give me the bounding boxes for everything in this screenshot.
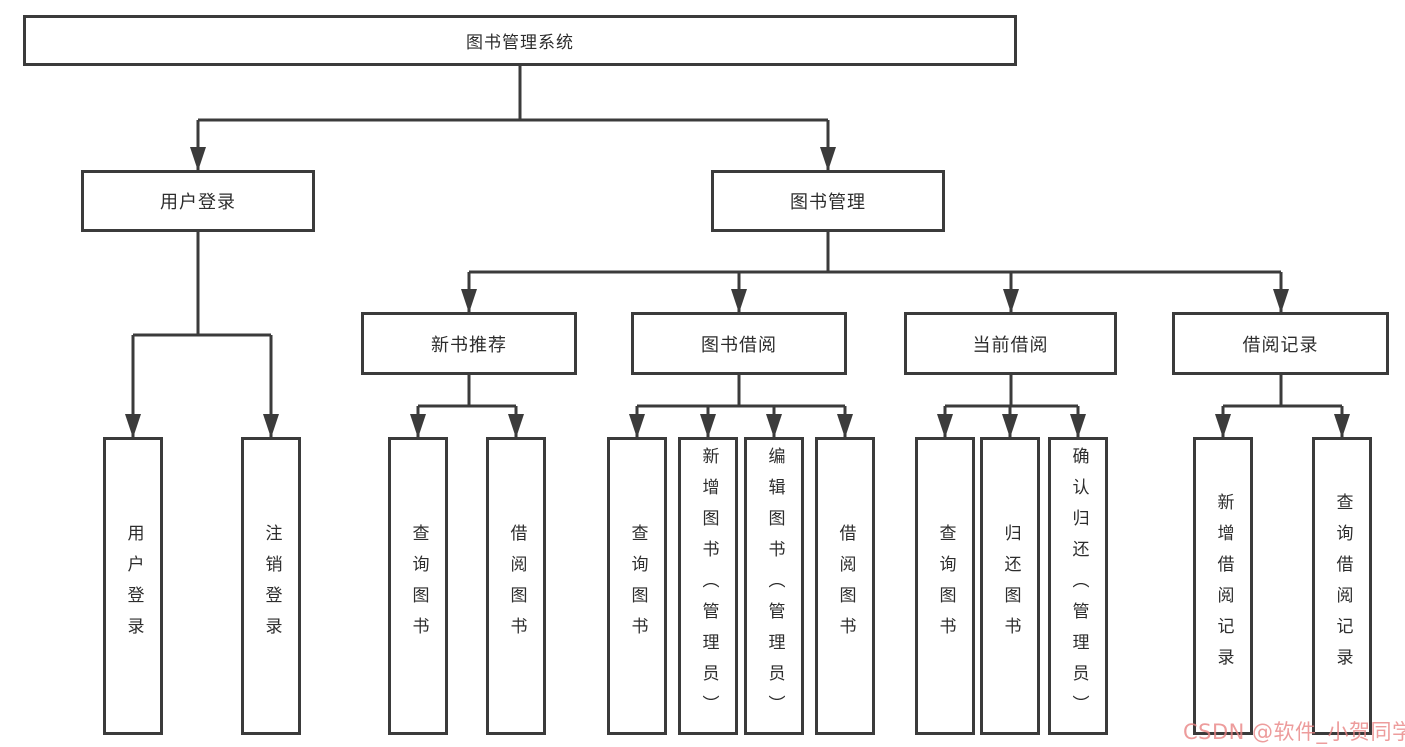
node-current-borrowing: 当前借阅	[904, 312, 1117, 375]
leaf-query-books-borrowing-label: 查询图书	[627, 524, 648, 648]
leaf-query-borrow-record-label: 查询借阅记录	[1332, 493, 1353, 679]
node-user-login: 用户登录	[81, 170, 315, 232]
node-new-book-recommendation-label: 新书推荐	[431, 334, 507, 356]
leaf-query-books-borrowing: 查询图书	[607, 437, 667, 735]
leaf-add-book-admin-label: 新增图书（管理员）	[698, 446, 719, 726]
leaf-edit-book-admin-label: 编辑图书（管理员）	[764, 446, 785, 726]
node-book-management: 图书管理	[711, 170, 945, 232]
leaf-borrow-books: 借阅图书	[815, 437, 875, 735]
watermark: CSDN @软件_小贺同学	[1183, 720, 1405, 744]
leaf-query-books-recommend: 查询图书	[388, 437, 448, 735]
leaf-query-books-current: 查询图书	[915, 437, 975, 735]
node-book-borrowing: 图书借阅	[631, 312, 847, 375]
node-book-management-label: 图书管理	[790, 192, 866, 213]
node-new-book-recommendation: 新书推荐	[361, 312, 577, 375]
leaf-edit-book-admin: 编辑图书（管理员）	[744, 437, 804, 735]
arrowheads	[125, 147, 1350, 438]
leaf-logout-label: 注销登录	[261, 524, 282, 648]
node-root: 图书管理系统	[23, 15, 1017, 66]
leaf-query-borrow-record: 查询借阅记录	[1312, 437, 1372, 735]
leaf-user-login: 用户登录	[103, 437, 163, 735]
node-borrowing-records: 借阅记录	[1172, 312, 1389, 375]
leaf-return-book-label: 归还图书	[1000, 524, 1021, 648]
node-user-login-label: 用户登录	[160, 192, 236, 213]
leaf-borrow-books-label: 借阅图书	[835, 524, 856, 648]
leaf-return-book: 归还图书	[980, 437, 1040, 735]
leaf-user-login-label: 用户登录	[123, 524, 144, 648]
leaf-query-books-current-label: 查询图书	[935, 524, 956, 648]
leaf-add-borrow-record-label: 新增借阅记录	[1213, 493, 1234, 679]
node-current-borrowing-label: 当前借阅	[972, 334, 1049, 356]
leaf-add-borrow-record: 新增借阅记录	[1193, 437, 1253, 735]
leaf-query-books-recommend-label: 查询图书	[408, 524, 429, 648]
leaf-confirm-return-admin-label: 确认归还（管理员）	[1068, 446, 1089, 726]
node-book-borrowing-label: 图书借阅	[701, 334, 777, 356]
leaf-add-book-admin: 新增图书（管理员）	[678, 437, 738, 735]
leaf-borrow-books-recommend: 借阅图书	[486, 437, 546, 735]
tree-edges	[131, 66, 1344, 437]
node-borrowing-records-label: 借阅记录	[1242, 334, 1319, 356]
node-root-label: 图书管理系统	[466, 33, 574, 53]
leaf-confirm-return-admin: 确认归还（管理员）	[1048, 437, 1108, 735]
leaf-logout: 注销登录	[241, 437, 301, 735]
leaf-borrow-books-recommend-label: 借阅图书	[506, 524, 527, 648]
